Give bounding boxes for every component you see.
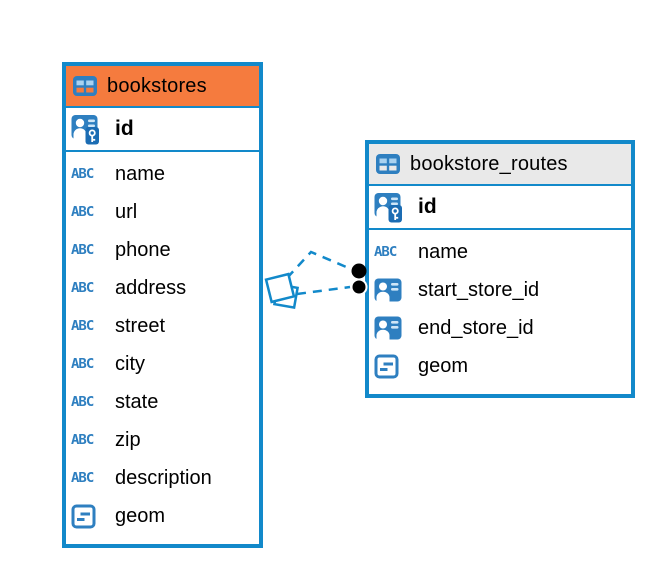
text-type-icon: ABC (374, 244, 397, 260)
column-type-icon-slot: ABC (71, 394, 109, 410)
table-title: bookstore_routes (410, 152, 568, 175)
text-type-icon: ABC (71, 432, 94, 448)
relationship-line-lower (296, 285, 351, 296)
column-name: description (115, 466, 212, 489)
table-icon (73, 76, 97, 96)
column-name: geom (418, 354, 469, 377)
column-name: address (115, 276, 187, 299)
column-row-geom[interactable]: geom (369, 347, 631, 385)
column-row-zip[interactable]: ABC zip (66, 421, 259, 459)
column-type-icon-slot: ABC (71, 356, 109, 372)
column-row-phone[interactable]: ABC phone (66, 231, 259, 269)
column-type-icon-slot: ABC (71, 470, 109, 486)
column-type-icon-slot: ABC (374, 244, 412, 260)
column-row-id[interactable]: id (66, 108, 259, 152)
column-row-address[interactable]: ABC address (66, 269, 259, 307)
column-type-icon-slot: ABC (71, 318, 109, 334)
column-name: end_store_id (418, 316, 534, 339)
column-name: zip (115, 428, 141, 451)
object-type-icon (374, 354, 399, 378)
relationship-diamond-back (272, 282, 300, 310)
column-name: id (418, 195, 437, 218)
column-row-geom[interactable]: geom (66, 497, 259, 535)
column-row-state[interactable]: ABC state (66, 383, 259, 421)
column-row-name[interactable]: ABC name (66, 155, 259, 193)
table-title: bookstores (107, 74, 207, 97)
table-header-bookstores[interactable]: bookstores (66, 66, 259, 108)
column-name: url (115, 200, 138, 223)
column-row-url[interactable]: ABC url (66, 193, 259, 231)
text-type-icon: ABC (71, 166, 94, 182)
relationship-line-upper (286, 250, 352, 279)
column-row-id[interactable]: id (369, 186, 631, 230)
text-type-icon: ABC (71, 356, 94, 372)
column-name: city (115, 352, 145, 375)
primary-key-icon (374, 192, 402, 222)
column-row-street[interactable]: ABC street (66, 307, 259, 345)
column-type-icon-slot (71, 504, 109, 529)
column-name: geom (115, 504, 166, 527)
text-type-icon: ABC (71, 470, 94, 486)
foreign-key-icon (374, 278, 402, 302)
column-name: start_store_id (418, 278, 540, 301)
table-icon (376, 154, 400, 174)
column-row-end_store_id[interactable]: end_store_id (369, 309, 631, 347)
object-type-icon (71, 504, 96, 528)
text-type-icon: ABC (71, 318, 94, 334)
text-type-icon: ABC (71, 394, 94, 410)
column-row-city[interactable]: ABC city (66, 345, 259, 383)
column-type-icon-slot: ABC (71, 166, 109, 182)
column-name: street (115, 314, 166, 337)
column-type-icon-slot (374, 316, 412, 340)
column-row-start_store_id[interactable]: start_store_id (369, 271, 631, 309)
column-type-icon-slot: ABC (71, 242, 109, 258)
text-type-icon: ABC (71, 280, 94, 296)
column-name: state (115, 390, 159, 413)
column-type-icon-slot: ABC (71, 204, 109, 220)
foreign-key-icon (374, 316, 402, 340)
column-type-icon-slot: ABC (71, 432, 109, 448)
column-row-name[interactable]: ABC name (369, 233, 631, 271)
column-name: id (115, 117, 134, 140)
column-type-icon-slot: ABC (71, 280, 109, 296)
relationship-diamond-front (264, 272, 296, 304)
text-type-icon: ABC (71, 204, 94, 220)
column-name: phone (115, 238, 171, 261)
column-type-icon-slot (374, 354, 412, 379)
table-header-bookstore-routes[interactable]: bookstore_routes (369, 144, 631, 186)
column-name: name (418, 240, 469, 263)
column-type-icon-slot (374, 278, 412, 302)
column-row-description[interactable]: ABC description (66, 459, 259, 497)
text-type-icon: ABC (71, 242, 94, 258)
primary-key-icon (71, 114, 99, 144)
column-type-icon-slot (71, 114, 109, 145)
column-name: name (115, 162, 166, 185)
column-type-icon-slot (374, 192, 412, 223)
